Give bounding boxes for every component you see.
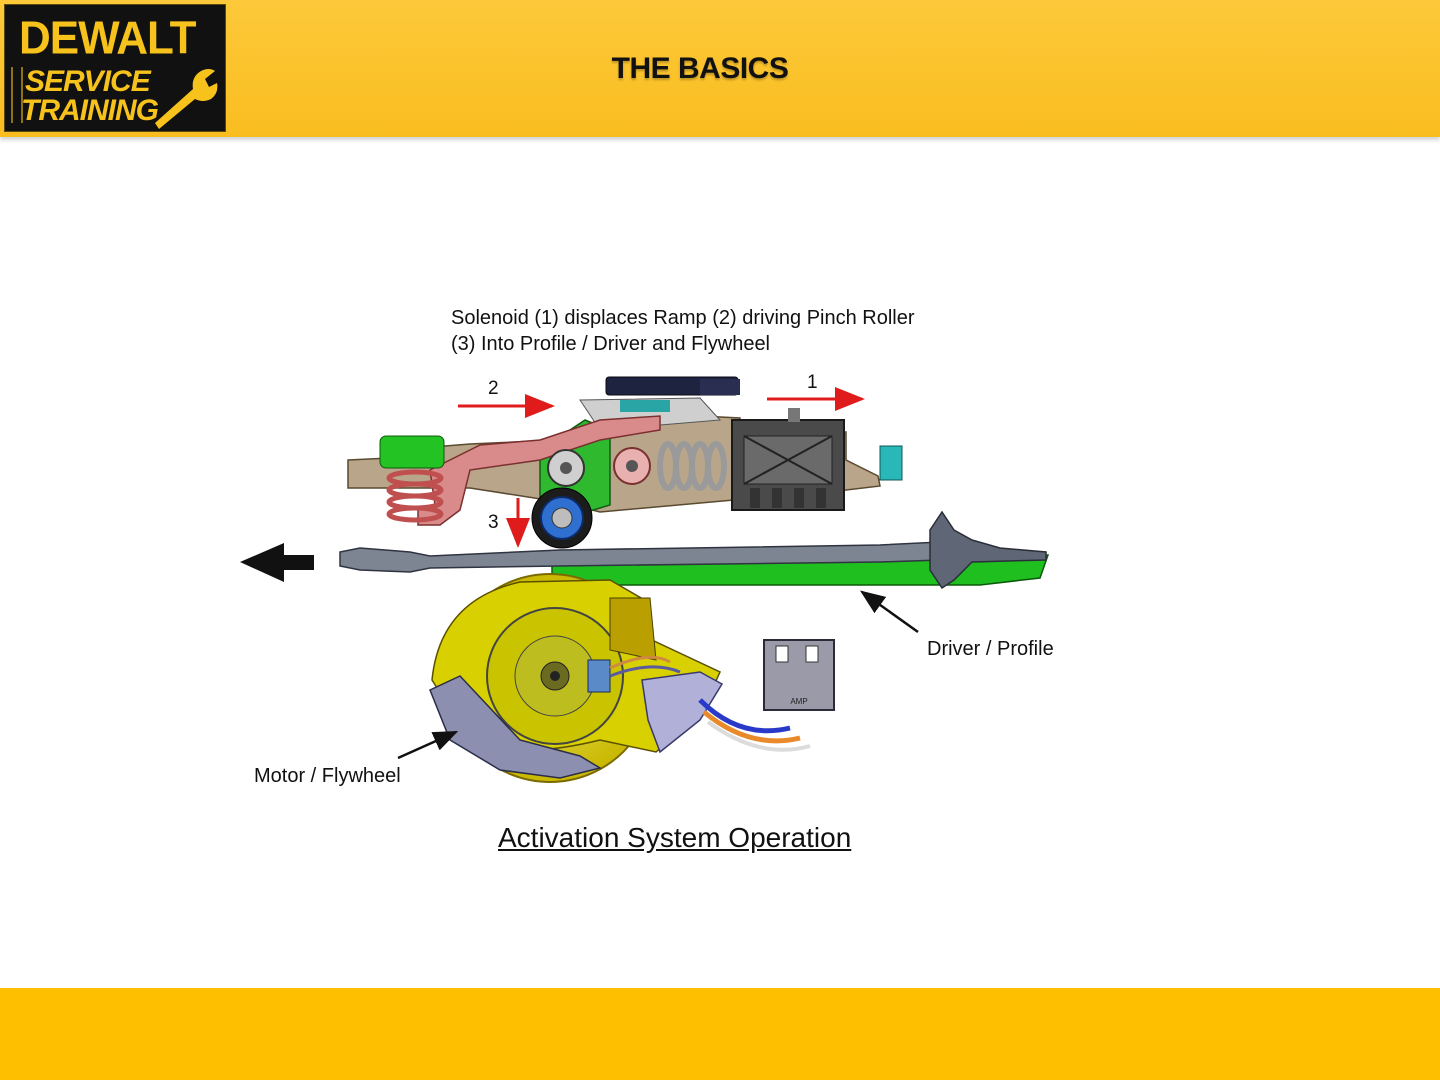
green-knob: [380, 436, 444, 468]
marker-3: 3: [488, 512, 499, 534]
marker-2: 2: [488, 378, 499, 400]
connector-mark: AMP: [790, 697, 807, 706]
driver-profile-label: Driver / Profile: [927, 638, 1054, 661]
diagram-title: Activation System Operation: [498, 822, 851, 854]
upper-mechanism: [348, 377, 902, 548]
driver-profile: [340, 512, 1048, 588]
motor-flywheel-pointer: [398, 732, 456, 758]
motor-flywheel: AMP: [430, 574, 834, 782]
motor-flywheel-label: Motor / Flywheel: [254, 765, 401, 788]
marker-1: 1: [807, 372, 818, 394]
terminal-tab: [880, 446, 902, 480]
driver-profile-pointer: [862, 592, 918, 632]
driver-direction-arrow: [240, 543, 314, 582]
footer-bar: [0, 988, 1440, 1080]
